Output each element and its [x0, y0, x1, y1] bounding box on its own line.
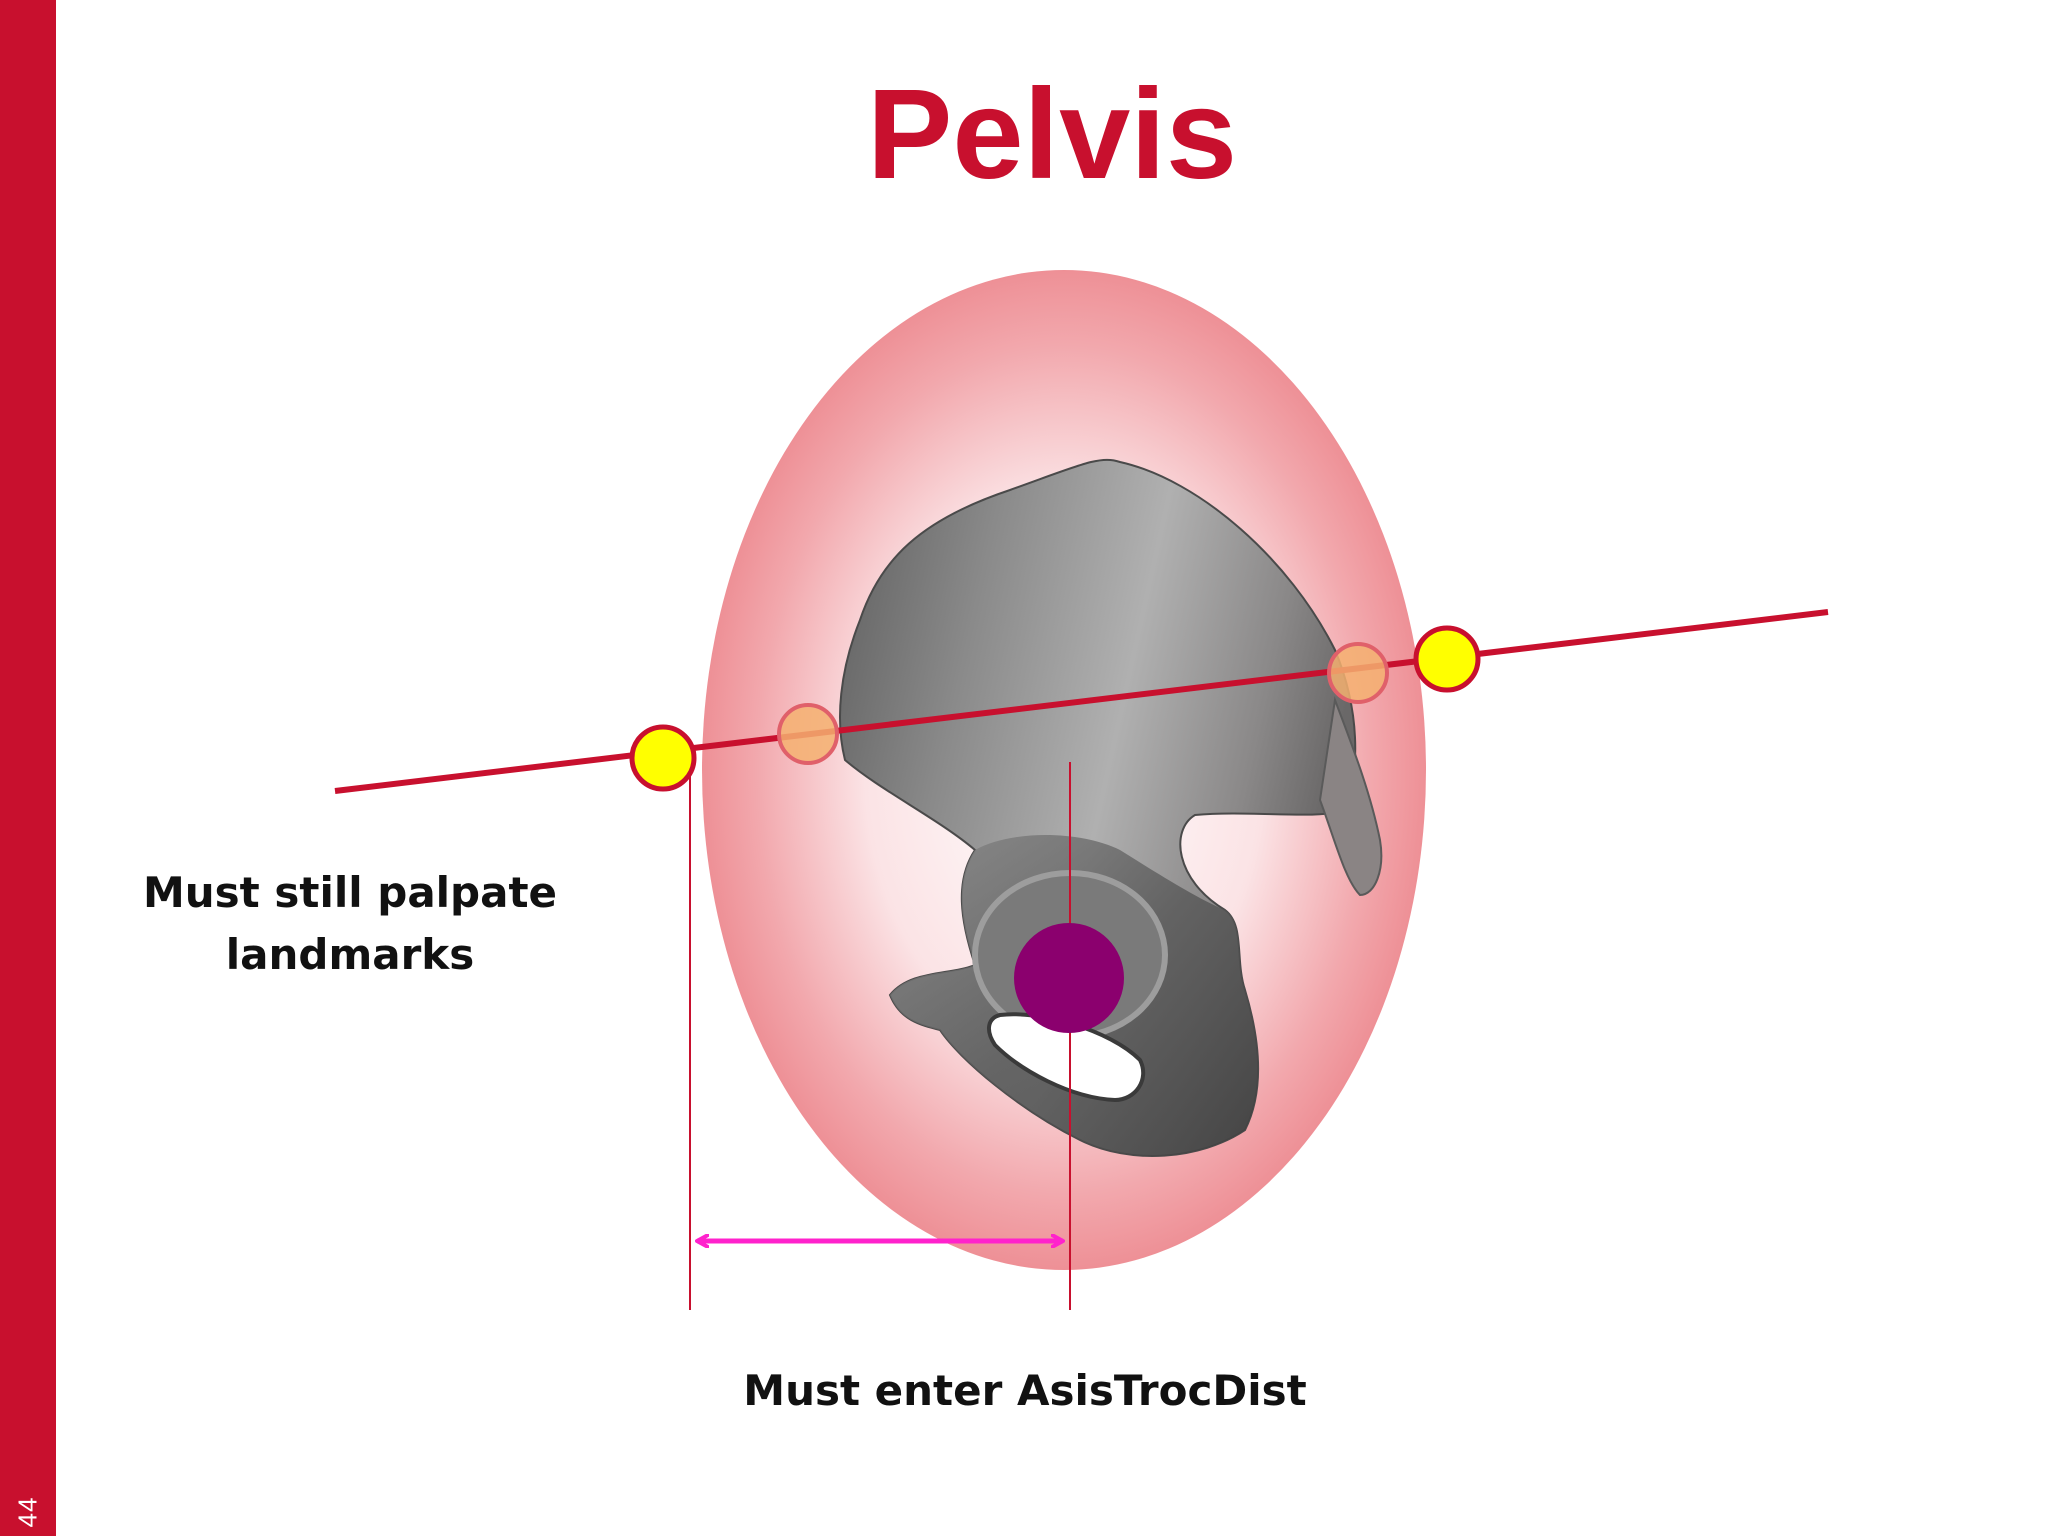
left-asis-surface-marker	[629, 724, 697, 792]
right-asis-surface-marker	[1413, 625, 1481, 693]
slide-title: Pelvis	[866, 63, 1238, 206]
asis-line	[334, 609, 1829, 794]
right-asis-bone-marker	[1327, 642, 1389, 704]
palpate-landmarks-caption: Must still palpate landmarks	[142, 868, 558, 979]
asis-troc-dist-caption: Must enter AsisTrocDist	[743, 1366, 1307, 1415]
left-asis-bone-marker	[777, 703, 839, 765]
side-accent-bar: 44	[0, 0, 56, 1536]
hip-joint-center	[1014, 923, 1124, 1033]
